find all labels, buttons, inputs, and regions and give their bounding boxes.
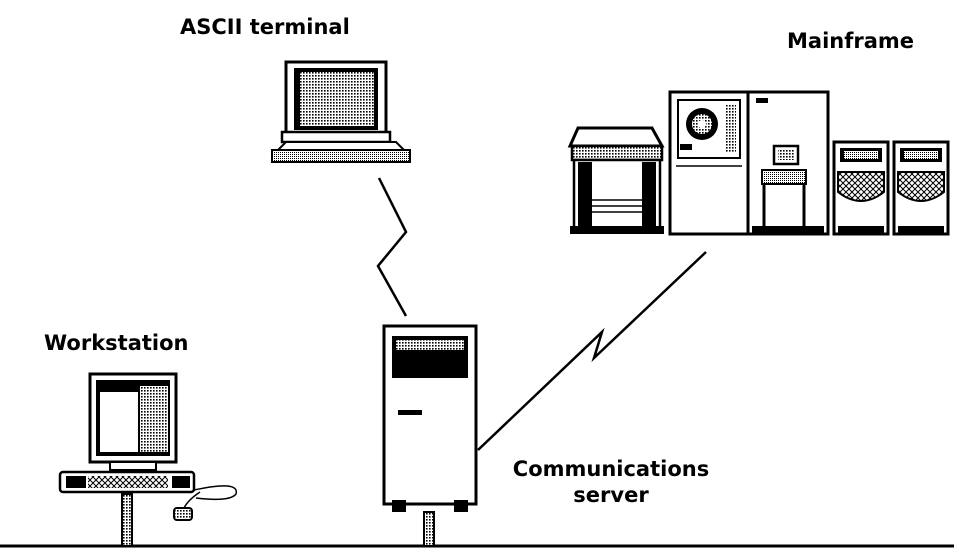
communications-server-label: Communications server [506, 456, 716, 508]
ascii-terminal-icon [271, 60, 411, 163]
workstation-label: Workstation [44, 331, 189, 355]
mouse-icon [173, 485, 237, 521]
workstation-icon [58, 372, 196, 547]
communications-server-label-line1: Communications [512, 457, 710, 481]
ascii-terminal-label: ASCII terminal [180, 15, 350, 39]
serial-link-terminal [376, 177, 408, 317]
mainframe-label: Mainframe [787, 29, 915, 53]
communications-server-icon [382, 324, 478, 547]
mainframe-icon [567, 90, 950, 236]
serial-link-mainframe [477, 251, 707, 451]
communications-server-label-line2: server [573, 483, 649, 507]
